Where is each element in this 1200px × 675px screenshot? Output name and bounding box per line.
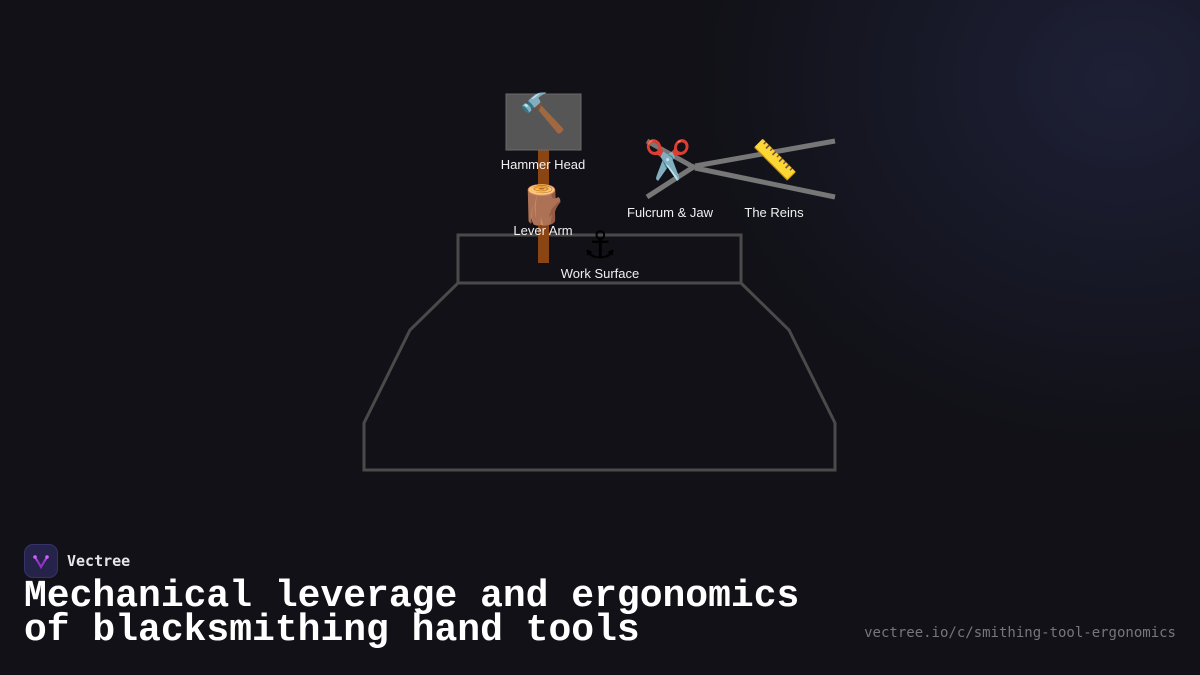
brand-name: Vectree: [67, 552, 131, 570]
tong-arm-upper: [645, 163, 697, 200]
label-work-surface: Work Surface: [560, 266, 640, 281]
label-lever-arm: Lever Arm: [513, 223, 573, 238]
tong-arm-lower: [645, 138, 697, 171]
hammer-handle: [538, 150, 549, 263]
wood-log-icon: 🪵: [519, 183, 567, 227]
hammer-icon: 🔨: [519, 91, 567, 135]
anvil-base: [362, 281, 837, 472]
tong-arm-upper-rein: [694, 138, 836, 169]
ruler-icon: 📏: [751, 138, 799, 182]
vectree-logo-icon: [24, 544, 58, 578]
hammer-head-block: [505, 93, 582, 151]
scissors-icon: ✂️: [644, 138, 692, 182]
tong-arm-lower-rein: [694, 165, 836, 200]
brand: Vectree: [24, 544, 130, 578]
page-title: Mechanical leverage and ergonomics of bl…: [24, 575, 800, 652]
label-hammer-head: Hammer Head: [500, 157, 586, 172]
anvil-face: [456, 233, 743, 285]
source-url[interactable]: vectree.io/c/smithing-tool-ergonomics: [864, 625, 1176, 641]
anchor-icon: ⚓: [582, 223, 618, 267]
label-fulcrum-jaw: Fulcrum & Jaw: [627, 205, 713, 220]
label-the-reins: The Reins: [744, 205, 804, 220]
